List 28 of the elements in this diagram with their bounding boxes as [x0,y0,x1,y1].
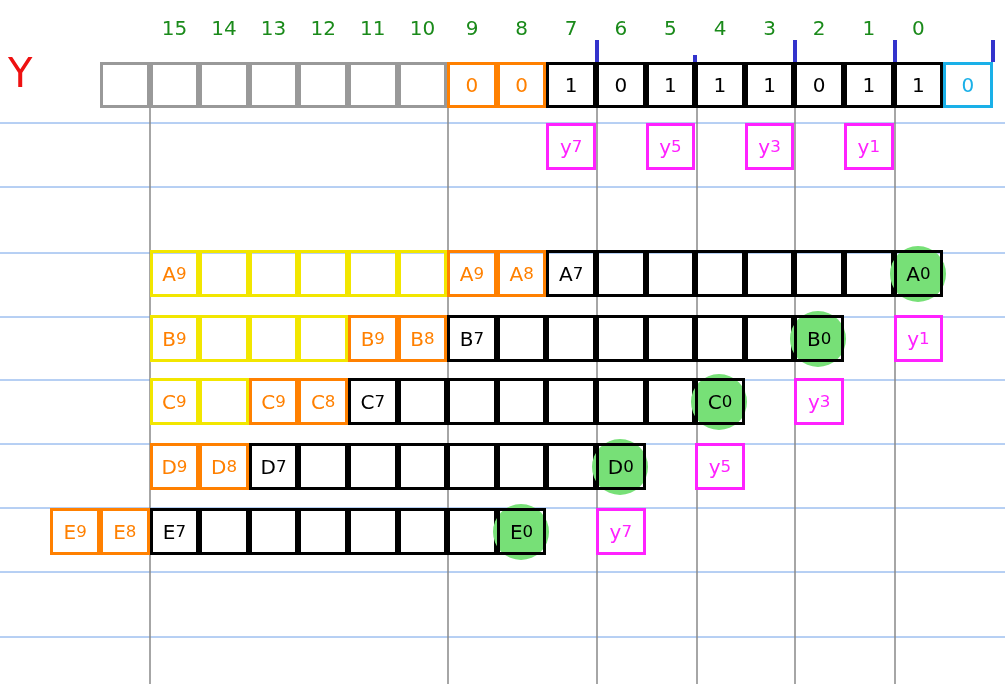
bit-index: 8 [514,16,529,40]
bit-index: 10 [408,16,437,40]
bit-index: 5 [663,16,678,40]
bit-index: 9 [464,16,480,40]
register-bit: 1 [844,62,894,108]
bit-index: 4 [712,16,728,40]
bit-index: 3 [762,16,777,40]
register-bit: 1 [695,62,745,108]
register-bit: 1 [893,62,944,108]
register-bit: 0 [496,62,547,108]
register-bit: 0 [943,62,993,108]
register-bit: 1 [645,62,696,108]
register-name: Y [8,50,33,96]
bit-index: 7 [563,16,579,40]
bit-index: 13 [259,16,288,40]
bit-index: 6 [613,16,629,40]
register-bit: 1 [546,62,596,108]
bit-index: 14 [210,16,238,40]
bit-index: 12 [309,16,337,40]
register-bit: 1 [744,62,795,108]
bit-index: 15 [160,16,189,40]
bit-index: 0 [911,16,926,40]
register-bit: 0 [794,62,844,108]
bit-index: 2 [811,16,827,40]
bit-index: 11 [359,16,387,40]
bit-index: 1 [861,16,877,40]
register-bit: 0 [447,62,497,108]
register-bit: 0 [596,62,646,108]
